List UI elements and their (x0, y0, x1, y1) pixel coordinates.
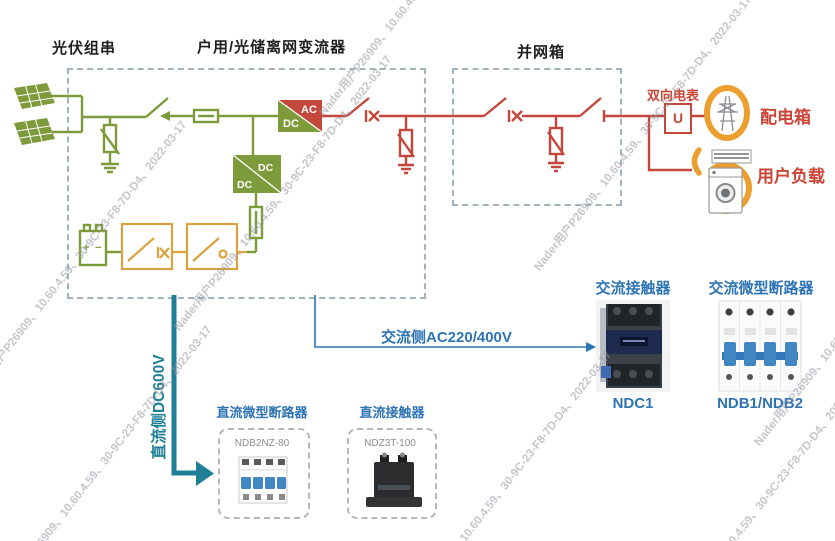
air-conditioner-icon (711, 149, 752, 164)
pv-panel-icon (14, 117, 55, 145)
dcac-converter: DC AC (277, 99, 323, 133)
battery-switch-section (120, 222, 247, 271)
dc-contactor-model: NDZ3T-100 (364, 438, 416, 449)
inverter-enclosure-box (67, 68, 426, 299)
svg-text:DC: DC (258, 162, 274, 174)
grid-connection-enclosure-box (452, 68, 622, 206)
dc-bus-arrow (171, 295, 214, 486)
meter-label: 双向电表 (647, 88, 700, 103)
user-load-label: 用户负载 (757, 167, 825, 186)
grid-box-label: 并网箱 (517, 44, 566, 61)
user-load-icon (691, 147, 753, 214)
pv-bus-lines (51, 94, 146, 134)
ac-bus-label: 交流侧AC220/400V (381, 329, 512, 346)
dc-contactor-product-image (366, 452, 422, 507)
ac-contactor-title: 交流接触器 (595, 280, 671, 297)
dc-breaker-model: NDB2NZ-80 (234, 438, 290, 449)
svg-text:AC: AC (301, 104, 317, 116)
bidirectional-meter: U (664, 103, 692, 134)
ac-contactor-product-image (596, 300, 670, 392)
pv-switch (145, 97, 169, 118)
washing-machine-icon (708, 167, 743, 214)
inverter-ac-surge-protector (397, 116, 415, 175)
dc-breaker-title: 直流微型断路器 (216, 405, 308, 420)
inverter-ac-switch (346, 97, 370, 117)
svg-text:DC: DC (283, 118, 299, 130)
ac-breaker-model: NDB1/NDB2 (717, 395, 803, 412)
svg-text:DC: DC (237, 179, 253, 191)
right-arrowhead (586, 342, 596, 352)
dc-circuit: + − (14, 82, 278, 267)
pv-string-label: 光伏组串 (52, 40, 117, 57)
dc-bus-label: 直流侧DC600V (151, 354, 168, 460)
ac-bus-callout (314, 295, 596, 352)
ac-breaker-product-image (718, 300, 802, 392)
ac-circuit (322, 97, 706, 175)
load-branch-line (647, 116, 692, 172)
inverter-label: 户用/光储离网变流器 (197, 39, 347, 56)
big-right-arrowhead (196, 461, 214, 486)
dc-breaker-product-image (238, 456, 288, 504)
battery-switch-box-2 (185, 222, 239, 271)
dc-contactor-title: 直流接触器 (359, 405, 425, 420)
svg-text:+: + (83, 242, 89, 254)
ac-breaker-title: 交流微型断路器 (708, 280, 814, 297)
dc-contactor-box (347, 428, 437, 519)
svg-text:−: − (95, 242, 101, 254)
dcdc-converter: DC DC (232, 154, 282, 194)
battery-icon: + − (78, 223, 108, 267)
gridbox-switch-2 (579, 97, 602, 117)
gridbox-surge-protector (547, 116, 565, 173)
pv-panel-icon (14, 82, 55, 109)
ac-contactor-model: NDC1 (612, 395, 654, 412)
pv-surge-protector (100, 117, 120, 174)
distribution-box-label: 配电箱 (760, 108, 811, 127)
gridbox-breaker-symbol (507, 110, 523, 122)
power-grid-icon (704, 85, 750, 141)
left-arrowhead (160, 111, 170, 121)
gridbox-switch-1 (483, 97, 507, 117)
dc-breaker-box (218, 428, 310, 519)
battery-switch-box-1 (120, 222, 174, 271)
inverter-ac-breaker-symbol (364, 110, 380, 122)
